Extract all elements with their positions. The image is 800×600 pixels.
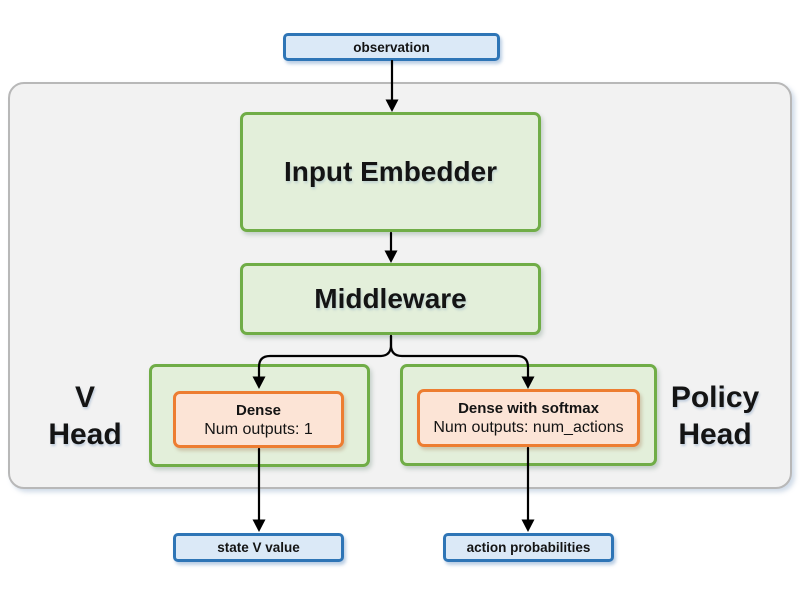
v-dense-title: Dense — [235, 401, 282, 419]
v-head-label-line1: V — [74, 381, 95, 414]
policy-head-label-line1: Policy — [670, 381, 760, 414]
action-probabilities-node: action probabilities — [443, 533, 614, 562]
v-dense-detail: Num outputs: 1 — [204, 420, 313, 438]
observation-label: observation — [353, 39, 430, 55]
input-embedder-node: Input Embedder — [240, 112, 541, 232]
middleware-label: Middleware — [314, 283, 467, 314]
policy-head-label-line2: Head — [678, 418, 752, 451]
policy-head-label: Policy Head — [640, 379, 790, 453]
v-head-label: V Head — [10, 379, 160, 453]
policy-dense-node: Dense with softmax Num outputs: num_acti… — [417, 389, 640, 447]
policy-dense-detail: Num outputs: num_actions — [433, 419, 624, 436]
input-embedder-label: Input Embedder — [283, 156, 498, 187]
v-head-label-line2: Head — [48, 418, 122, 451]
v-dense-node: Dense Num outputs: 1 — [173, 391, 344, 448]
policy-dense-title: Dense with softmax — [458, 400, 599, 417]
observation-node: observation — [283, 33, 500, 61]
action-probabilities-label: action probabilities — [466, 540, 591, 555]
middleware-node: Middleware — [240, 263, 541, 335]
state-v-value-node: state V value — [173, 533, 344, 562]
state-v-value-label: state V value — [217, 540, 300, 555]
